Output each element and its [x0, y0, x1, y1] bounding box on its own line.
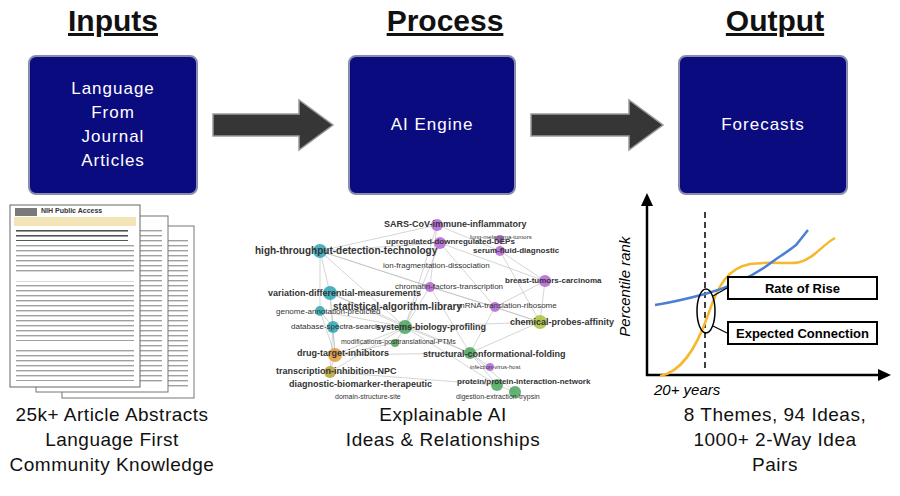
chart-callout-box: Expected Connection	[727, 321, 878, 345]
box-label: Language From Journal Articles	[58, 77, 168, 173]
idea-label: protein/protein-interaction-network	[457, 377, 590, 386]
idea-label: serum-fluid-diagnostic	[473, 246, 559, 255]
present-marker	[704, 212, 706, 372]
idea-label: ion-fragmentation-dissociation	[383, 261, 490, 270]
process-box: ProcessAI Engine	[348, 55, 516, 195]
idea-label: domain-structure-site	[335, 393, 401, 401]
journal-header: NIH Public Access	[41, 207, 102, 215]
box-label: Expected Connection	[736, 326, 869, 341]
caption-text: 1000+ 2-Way Idea	[625, 429, 900, 451]
leader-line	[713, 288, 727, 296]
journal-logo	[15, 208, 37, 216]
idea-label: SARS-CoV-immune-inflammatory	[384, 219, 527, 229]
idea-label: lung-melanoma-tumors	[470, 234, 532, 241]
axis-arrowhead	[641, 193, 653, 206]
stage-heading: Output	[692, 3, 858, 39]
idea-label: database-spectra-search	[291, 322, 380, 331]
page-text-lines	[16, 245, 134, 275]
idea-label: structural-conformational-folding	[423, 349, 566, 359]
input-box: InputsLanguage From Journal Articles	[28, 55, 198, 195]
idea-label: transcription-inhibition-NPC	[276, 366, 397, 376]
idea-label: infection-virus-host	[470, 364, 520, 371]
idea-label: drug-target-inhibitors	[297, 348, 389, 358]
flow-arrow	[531, 100, 663, 150]
chart-callout-box: Rate of Rise	[727, 276, 878, 300]
box-label: Rate of Rise	[765, 281, 840, 296]
axis-arrowhead	[878, 369, 891, 381]
idea-label: mRNA-translation-ribosome	[458, 301, 557, 310]
leader-line	[713, 326, 727, 333]
stage-heading: Inputs	[30, 3, 196, 39]
caption-text: Community Knowledge	[0, 454, 262, 476]
caption-text: Explainable AI	[293, 404, 593, 426]
idea-label: chemical-probes-affinity	[510, 317, 614, 327]
caption-text: Language First	[0, 429, 262, 451]
x-axis	[646, 374, 880, 377]
box-label: Forecasts	[721, 113, 805, 137]
idea-label: digestion-extraction-trypsin	[456, 393, 540, 401]
idea-label: breast-tumors-carcinoma	[505, 276, 601, 285]
forecast-chart	[641, 193, 891, 381]
page-header-band	[14, 217, 136, 226]
page-text-lines	[16, 347, 134, 381]
caption-text: 8 Themes, 94 Ideas,	[625, 404, 900, 426]
article-page	[10, 205, 140, 387]
caption-text: 25k+ Article Abstracts	[0, 404, 262, 426]
box-label: AI Engine	[391, 113, 474, 137]
forecast-curve	[660, 238, 835, 376]
page-text-lines	[16, 281, 134, 341]
axis-label: 20+ years	[654, 381, 720, 398]
stage-heading: Process	[363, 3, 527, 39]
idea-label: systems-biology-profiling	[376, 322, 486, 332]
idea-label: genome-annotation-predicted	[276, 307, 381, 316]
idea-label: variation-differential-measurements	[268, 288, 421, 298]
output-box: OutputForecasts	[678, 55, 848, 195]
caption-text: Pairs	[625, 454, 900, 476]
idea-label: diagnostic-biomarker-therapeutic	[289, 379, 432, 389]
flow-arrow	[213, 100, 333, 150]
focus-ellipse	[697, 289, 715, 333]
axis-label: Percentile rank	[616, 217, 633, 357]
caption-text: Ideas & Relationships	[293, 429, 593, 451]
page-title-lines	[16, 230, 128, 241]
idea-label: high-throughput-detection-technology	[255, 245, 437, 257]
y-axis	[646, 204, 649, 376]
article-pages-illustration	[10, 205, 194, 398]
idea-label: modifications-posttranslational-PTMs	[341, 338, 456, 346]
